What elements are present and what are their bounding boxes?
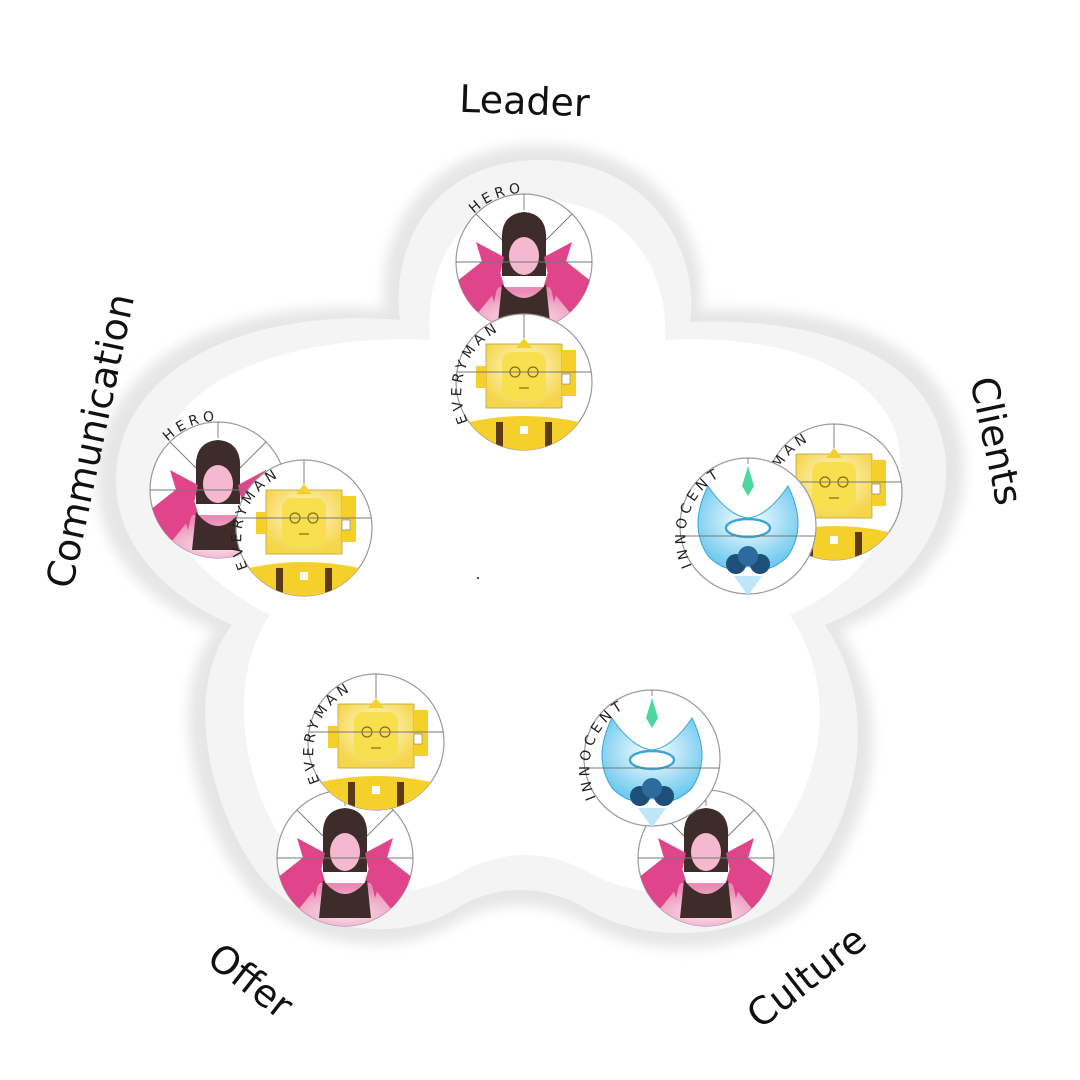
section-label-clients: Clients xyxy=(961,373,1031,509)
section-label-leader: Leader xyxy=(459,77,591,126)
section-label-culture: Culture xyxy=(738,917,874,1037)
emblem-hero xyxy=(277,790,413,926)
section-label-offer: Offer xyxy=(199,934,301,1027)
group-communication: HERO EVERYMAN xyxy=(150,409,372,598)
